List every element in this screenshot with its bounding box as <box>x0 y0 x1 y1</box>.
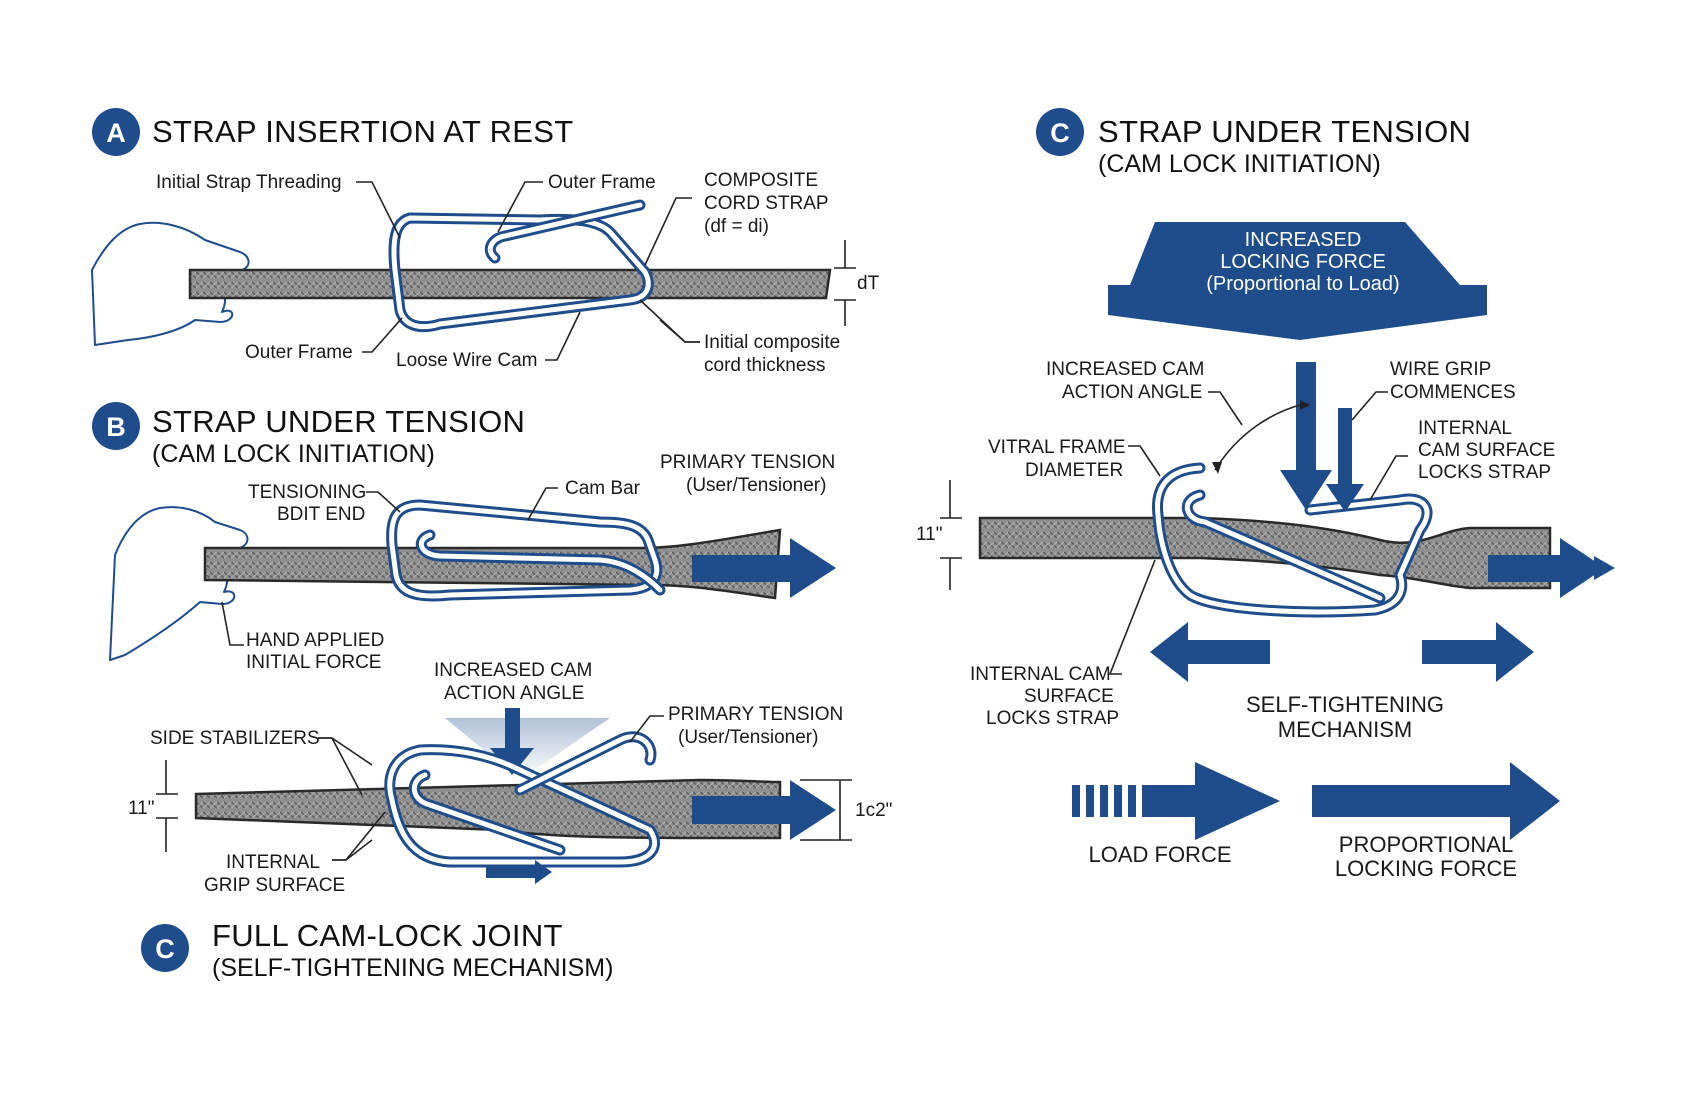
label-primary2-2: (User/Tensioner) <box>678 727 818 748</box>
down-arrow-icon <box>1326 408 1364 512</box>
label-wire-1: WIRE GRIP <box>1390 359 1491 380</box>
locking-force-arrow-icon <box>1312 762 1560 840</box>
badge-a-letter: A <box>106 118 126 148</box>
right-arrow-icon <box>1422 622 1534 682</box>
label-cam-bar: Cam Bar <box>565 478 641 499</box>
panel-c-title: STRAP UNDER TENSION <box>1098 114 1471 149</box>
label-internal-bot-3: LOCKS STRAP <box>986 708 1119 729</box>
label-initial-thickness-2: cord thickness <box>704 355 825 376</box>
composite-strap <box>203 528 782 600</box>
label-wire-2: COMMENCES <box>1390 382 1516 403</box>
panel-a: A STRAP INSERTION AT REST Initial Strap … <box>91 108 880 376</box>
label-composite-3: (df = di) <box>704 216 769 237</box>
label-prop-1: PROPORTIONAL <box>1339 832 1513 857</box>
load-force-arrow-icon <box>1072 762 1280 840</box>
label-internal-top-3: LOCKS STRAP <box>1418 462 1551 483</box>
label-internal-top-2: CAM SURFACE <box>1418 440 1555 461</box>
banner-line-3: (Proportional to Load) <box>1206 273 1399 295</box>
label-outer-frame-top: Outer Frame <box>548 172 656 193</box>
down-arrow-icon <box>1280 362 1332 510</box>
badge-c <box>1036 108 1084 156</box>
label-internal-top-1: INTERNAL <box>1418 418 1512 439</box>
tension-arrow-icon <box>692 780 836 840</box>
tension-arrow-icon <box>692 538 836 598</box>
panel-c-subtitle: (CAM LOCK INITIATION) <box>1098 150 1381 178</box>
label-initial-threading: Initial Strap Threading <box>156 172 342 193</box>
leader <box>356 181 401 239</box>
label-vitral-2: DIAMETER <box>1025 460 1123 481</box>
badge-c <box>141 924 189 972</box>
label-hand-2: INITIAL FORCE <box>246 652 381 673</box>
label-angle-2: ACTION ANGLE <box>1062 382 1202 403</box>
small-arrow-icon <box>486 860 552 884</box>
composite-strap <box>188 268 832 300</box>
badge-c-letter: C <box>1050 118 1070 148</box>
panel-c-bottom: C FULL CAM-LOCK JOINT (SELF-TIGHTENING M… <box>141 918 613 982</box>
label-internal-1: INTERNAL <box>226 852 320 873</box>
banner-line-1: INCREASED <box>1245 229 1362 251</box>
label-hand-1: HAND APPLIED <box>246 630 384 651</box>
label-tensioning-2: BDIT END <box>277 504 365 525</box>
panel-c: C STRAP UNDER TENSION (CAM LOCK INITIATI… <box>916 108 1615 881</box>
panel-c-bottom-title: FULL CAM-LOCK JOINT <box>212 918 563 953</box>
label-primary2-1: PRIMARY TENSION <box>668 704 843 725</box>
label-self-2: MECHANISM <box>1278 717 1412 742</box>
label-side-stabilizers: SIDE STABILIZERS <box>150 728 320 749</box>
label-vitral-1: VITRAL FRAME <box>988 437 1126 458</box>
loose-wire-cam <box>484 199 646 264</box>
label-composite-1: COMPOSITE <box>704 170 818 191</box>
label-tensioning-1: TENSIONING <box>248 482 366 503</box>
label-dim-right: 1c2" <box>855 800 892 821</box>
label-self-1: SELF-TIGHTENING <box>1246 692 1444 717</box>
hand-icon <box>109 506 249 661</box>
badge-b <box>92 402 140 450</box>
label-loose-cam: Loose Wire Cam <box>396 350 538 371</box>
banner-line-2: LOCKING FORCE <box>1220 251 1386 273</box>
label-increased-1: INCREASED CAM <box>434 660 592 681</box>
label-outer-frame-bottom: Outer Frame <box>245 342 353 363</box>
label-primary-2: (User/Tensioner) <box>686 475 826 496</box>
label-composite-2: CORD STRAP <box>704 193 829 214</box>
badge-c-letter: C <box>155 934 175 964</box>
tension-arrow-icon <box>1488 538 1605 598</box>
label-angle-1: INCREASED CAM <box>1046 359 1204 380</box>
panel-b-title: STRAP UNDER TENSION <box>152 404 525 439</box>
panel-a-title: STRAP INSERTION AT REST <box>152 114 573 149</box>
label-increased-2: ACTION ANGLE <box>444 683 584 704</box>
label-primary-1: PRIMARY TENSION <box>660 452 835 473</box>
label-load-force: LOAD FORCE <box>1088 842 1231 867</box>
badge-b-letter: B <box>106 412 126 442</box>
label-initial-thickness-1: Initial composite <box>704 332 840 353</box>
label-dim-left: 11" <box>128 798 154 819</box>
label-internal-2: GRIP SURFACE <box>204 875 345 896</box>
label-dim-c: 11" <box>916 524 942 545</box>
locking-force-banner <box>1108 222 1487 340</box>
left-arrow-icon <box>1150 622 1270 682</box>
panel-b: B STRAP UNDER TENSION (CAM LOCK INITIATI… <box>92 402 892 896</box>
label-dt: dT <box>857 273 880 294</box>
badge-a <box>92 108 140 156</box>
panel-b-subtitle: (CAM LOCK INITIATION) <box>152 440 435 468</box>
label-internal-bot-2: SURFACE <box>1024 686 1114 707</box>
panel-c-bottom-subtitle: (SELF-TIGHTENING MECHANISM) <box>212 954 613 982</box>
label-internal-bot-1: INTERNAL CAM <box>970 664 1111 685</box>
label-prop-2: LOCKING FORCE <box>1335 856 1517 881</box>
